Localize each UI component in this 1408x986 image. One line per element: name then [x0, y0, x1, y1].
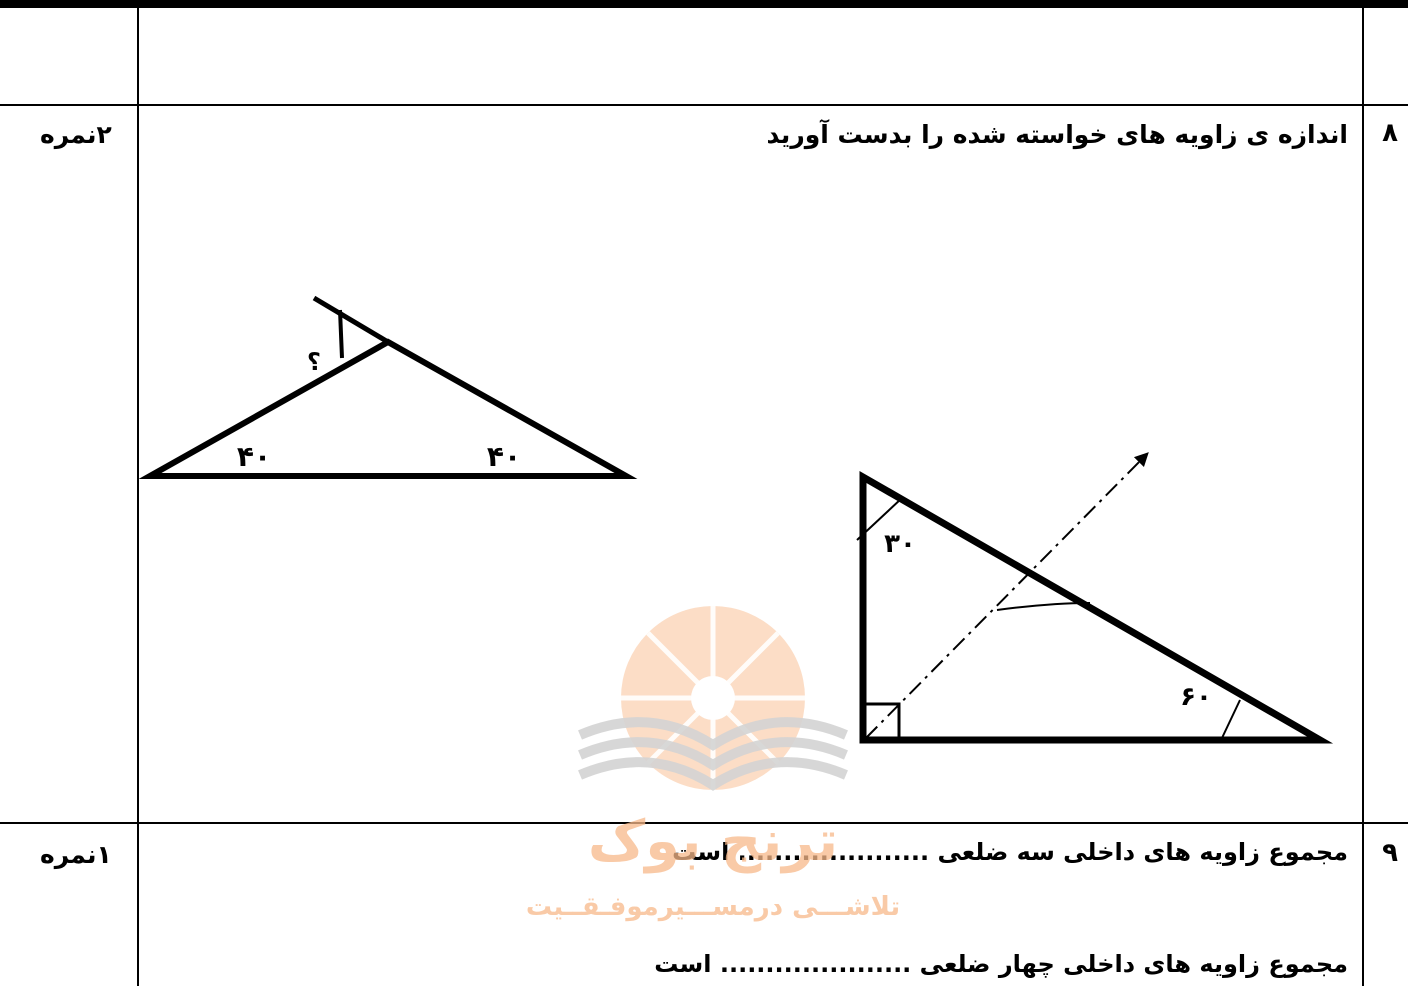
score-question-8: ۲نمره	[40, 120, 112, 149]
row-divider-1	[0, 104, 1408, 106]
row-divider-2	[0, 822, 1408, 824]
column-divider-right	[1362, 8, 1364, 986]
watermark-slogan: تلاشـــی درمســـیرموفـقــیت	[526, 892, 900, 922]
triangle-one-extension	[312, 295, 390, 345]
top-border	[0, 0, 1408, 8]
right-angle-mark	[861, 702, 901, 742]
triangle-one-right-angle-label: ۴۰	[487, 440, 521, 473]
triangle-one-unknown-angle-label: ؟	[307, 348, 321, 376]
triangle-two-right-angle-mark	[1221, 699, 1241, 739]
score-question-9: ۱نمره	[40, 840, 112, 869]
triangle-one-angle-mark	[338, 309, 344, 359]
triangle-two-right-angle-label: ۶۰	[1180, 682, 1212, 712]
question-9-line-1: مجموع زاویه های داخلی سه ضلعی ..........…	[672, 838, 1348, 866]
open-book-icon	[578, 717, 848, 791]
question-number-9: ۹	[1382, 838, 1398, 868]
triangle-two-top-angle-mark	[856, 497, 903, 541]
question-9-line-2: مجموع زاویه های داخلی چهار ضلعی ........…	[654, 950, 1348, 978]
triangle-two	[856, 452, 1334, 744]
watermark-brand: ترنج بوک	[588, 809, 838, 874]
column-divider-left	[137, 8, 139, 986]
dashed-arrow-line	[865, 452, 1149, 739]
watermark-logo	[578, 606, 848, 791]
question-number-8: ۸	[1382, 118, 1398, 148]
question-8-text: اندازه ی زاویه های خواسته شده را بدست آو…	[766, 120, 1348, 149]
triangle-one-left-angle-label: ۴۰	[237, 440, 271, 473]
triangle-two-top-angle-label: ۳۰	[884, 529, 916, 559]
triangle-one-outline	[138, 338, 638, 479]
triangle-one	[138, 295, 638, 479]
triangle-two-outline	[859, 470, 1334, 744]
unknown-angle-arc	[996, 602, 1091, 611]
